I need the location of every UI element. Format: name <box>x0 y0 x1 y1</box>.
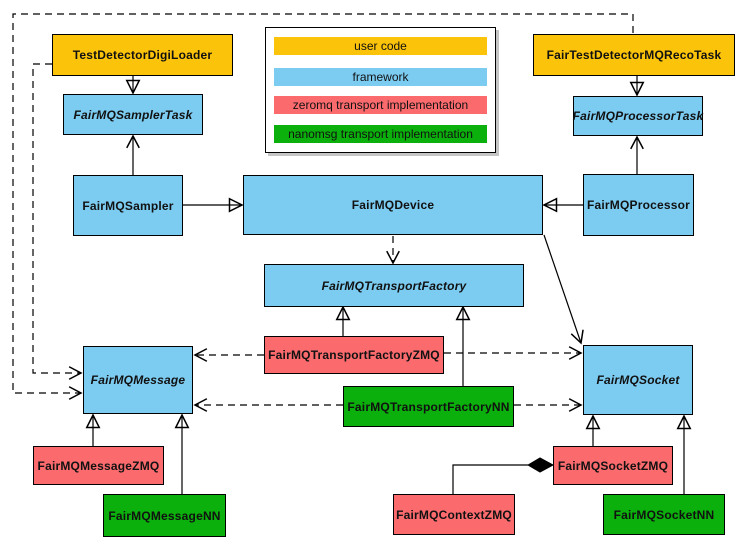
node-fairmqdevice: FairMQDevice <box>243 175 543 235</box>
node-fairmqtransportfactoryzmq: FairMQTransportFactoryZMQ <box>264 336 444 374</box>
composition-diamond <box>527 457 555 473</box>
node-fairmqprocessor: FairMQProcessor <box>583 174 694 236</box>
node-fairmqtransportfactory: FairMQTransportFactory <box>264 264 524 307</box>
node-fairmqsocketnn: FairMQSocketNN <box>603 494 725 535</box>
node-testdetectordigiloader: TestDetectorDigiLoader <box>52 34 233 76</box>
node-fairmqmessage: FairMQMessage <box>83 346 193 414</box>
legend-item-nanomsg: nanomsg transport implementation <box>274 125 487 143</box>
node-fairmqtransportfactorynn: FairMQTransportFactoryNN <box>343 386 514 427</box>
node-fairmqmessagenn: FairMQMessageNN <box>103 494 226 537</box>
legend-item-framework: framework <box>274 68 487 86</box>
node-fairmqcontextzmq: FairMQContextZMQ <box>393 494 515 535</box>
legend-item-zeromq: zeromq transport implementation <box>274 96 487 114</box>
node-fairtestdetectormqrecotask: FairTestDetectorMQRecoTask <box>533 34 735 76</box>
edge-socketzmq-contextzmq <box>452 464 528 494</box>
node-fairmqsocket: FairMQSocket <box>583 345 693 415</box>
node-fairmqsocketzmq: FairMQSocketZMQ <box>553 446 673 485</box>
node-fairmqprocessortask: FairMQProcessorTask <box>573 96 703 136</box>
node-fairmqsamplertask: FairMQSamplerTask <box>63 94 203 135</box>
node-fairmqmessagezmq: FairMQMessageZMQ <box>33 446 164 485</box>
edge-device-socket <box>543 234 584 345</box>
node-fairmqsampler: FairMQSampler <box>73 175 183 236</box>
legend-item-user-code: user code <box>274 37 487 55</box>
legend-box: user code framework zeromq transport imp… <box>265 27 496 153</box>
